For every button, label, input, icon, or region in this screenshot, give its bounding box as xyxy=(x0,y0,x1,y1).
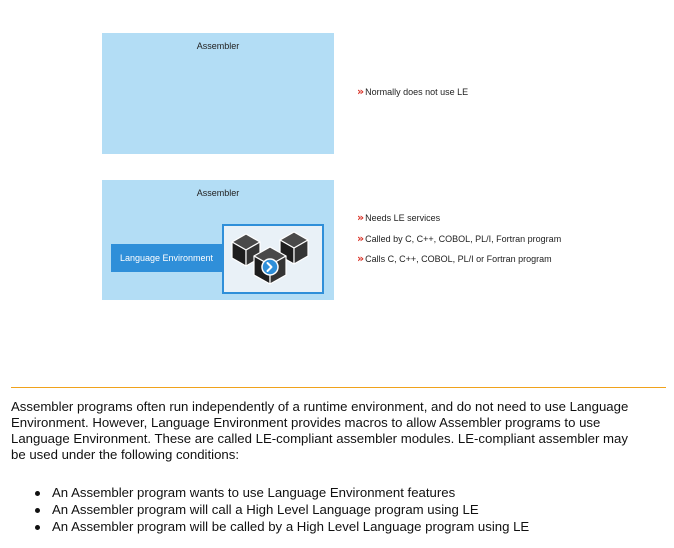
bottom-note-text: Called by C, C++, COBOL, PL/I, Fortran p… xyxy=(365,233,562,244)
bottom-note: » Called by C, C++, COBOL, PL/I, Fortran… xyxy=(357,232,561,245)
top-note: » Normally does not use LE xyxy=(357,85,468,98)
chevron-icon: » xyxy=(357,85,364,98)
chevron-icon: » xyxy=(357,211,364,224)
bottom-note-text: Calls C, C++, COBOL, PL/I or Fortran pro… xyxy=(365,253,552,264)
list-item: An Assembler program wants to use Langua… xyxy=(35,484,529,501)
cubes-icon xyxy=(231,231,309,285)
conditions-list: An Assembler program wants to use Langua… xyxy=(35,484,529,535)
chevron-icon: » xyxy=(357,232,364,245)
bottom-note: » Calls C, C++, COBOL, PL/I or Fortran p… xyxy=(357,252,552,265)
assembler-title: Assembler xyxy=(196,188,240,198)
section-divider xyxy=(11,387,666,388)
assembler-box-top: Assembler xyxy=(102,33,334,154)
chevron-icon: » xyxy=(357,252,364,265)
language-environment-label: Language Environment xyxy=(111,244,222,272)
list-item: An Assembler program will be called by a… xyxy=(35,518,529,535)
top-note-text: Normally does not use LE xyxy=(365,86,469,97)
assembler-title: Assembler xyxy=(196,41,240,51)
le-icon-frame xyxy=(222,224,324,294)
description-paragraph: Assembler programs often run independent… xyxy=(11,399,629,462)
list-item: An Assembler program will call a High Le… xyxy=(35,501,529,518)
bottom-note: » Needs LE services xyxy=(357,211,440,224)
bottom-note-text: Needs LE services xyxy=(365,212,441,223)
